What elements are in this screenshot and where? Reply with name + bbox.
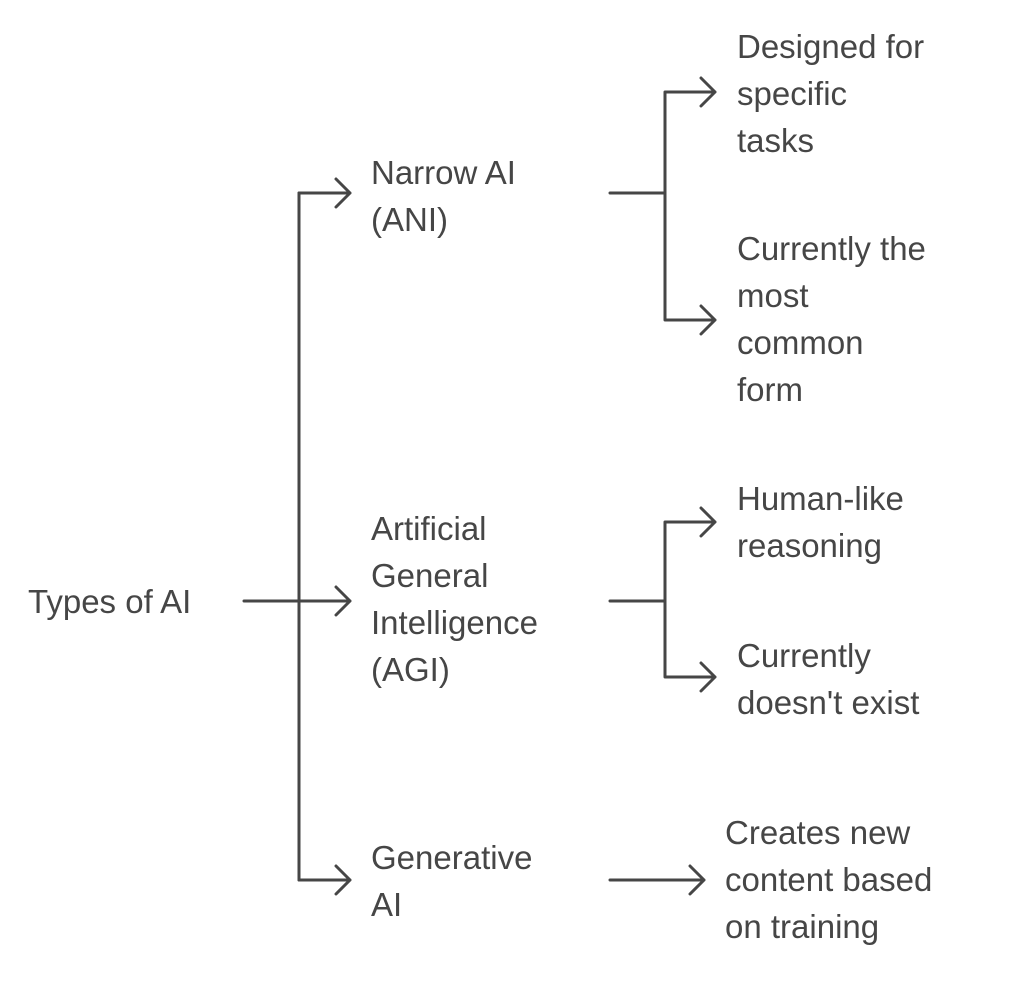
root-connector — [242, 585, 352, 617]
arrow-narrow — [297, 177, 352, 209]
node-line: common — [737, 324, 864, 361]
leaf-node: Designed for specific tasks — [737, 28, 924, 159]
node-line: specific — [737, 75, 847, 112]
node-line: form — [737, 371, 803, 408]
branch-node: Narrow AI (ANI) — [371, 154, 516, 238]
node-line: Intelligence — [371, 604, 538, 641]
leaf-node: Currently the most common form — [737, 230, 926, 408]
node-line: General — [371, 557, 488, 594]
node-line: doesn't exist — [737, 684, 919, 721]
node-line: (ANI) — [371, 201, 448, 238]
agi-children-connector — [608, 506, 717, 693]
leaf-node: Human-like reasoning — [737, 480, 904, 564]
leaf-node: Currently doesn't exist — [737, 637, 919, 721]
node-line: Narrow AI — [371, 154, 516, 191]
leaf-node: Creates new content based on training — [725, 814, 932, 945]
node-line: content based — [725, 861, 932, 898]
node-line: Currently the — [737, 230, 926, 267]
node-line: most — [737, 277, 809, 314]
node-line: Currently — [737, 637, 871, 674]
node-line: Creates new — [725, 814, 910, 851]
node-line: Human-like — [737, 480, 904, 517]
node-line: (AGI) — [371, 651, 450, 688]
node-line: Designed for — [737, 28, 924, 65]
connectors — [242, 76, 717, 896]
narrow-children-connector — [608, 76, 717, 336]
node-line: AI — [371, 886, 402, 923]
node-line: tasks — [737, 122, 814, 159]
root-node: Types of AI — [28, 583, 191, 620]
node-line: Generative — [371, 839, 532, 876]
node-line: Artificial — [371, 510, 487, 547]
arrow-generative — [297, 864, 352, 896]
node-line: reasoning — [737, 527, 882, 564]
generative-children-connector — [608, 864, 706, 896]
node-line: on training — [725, 908, 879, 945]
